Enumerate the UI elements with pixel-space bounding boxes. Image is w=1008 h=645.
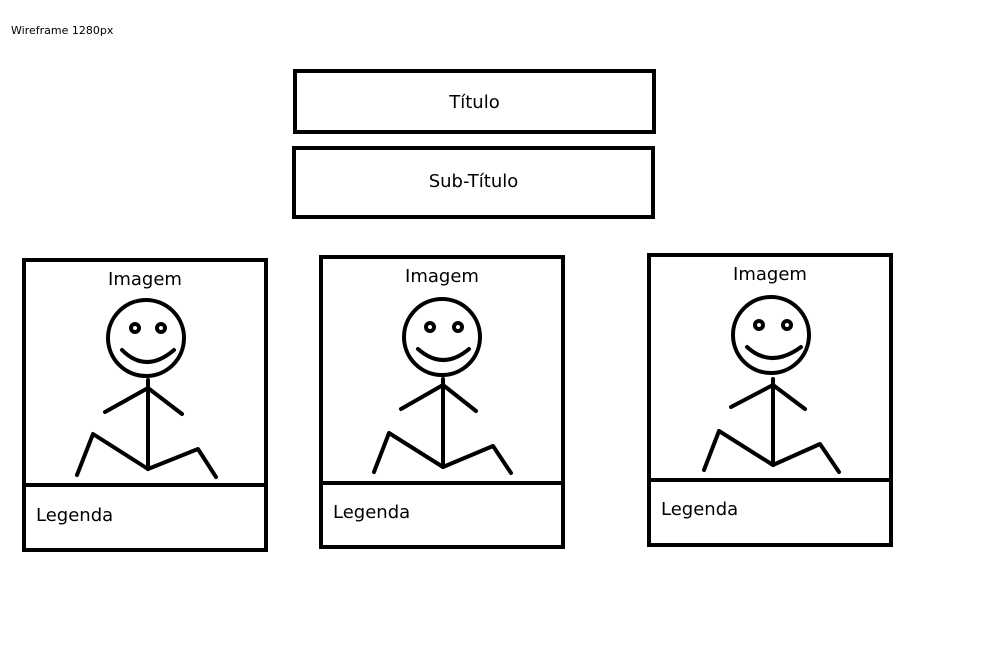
card-divider: [323, 481, 561, 485]
card-caption: Legenda: [661, 499, 739, 520]
card-image-placeholder: Imagem: [651, 257, 889, 478]
card-divider: [651, 478, 889, 482]
title-label: Título: [449, 92, 500, 113]
stick-figure-icon: [75, 298, 218, 479]
subtitle-box: Sub-Título: [292, 146, 655, 219]
card-caption: Legenda: [36, 505, 114, 526]
card-image-label: Imagem: [108, 269, 182, 290]
subtitle-label: Sub-Título: [428, 171, 519, 192]
card-divider: [26, 483, 264, 487]
card-image-placeholder: Imagem: [26, 262, 264, 483]
card-caption: Legenda: [333, 502, 411, 523]
card-image-placeholder: Imagem: [323, 259, 561, 481]
card-image-label: Imagem: [733, 264, 807, 285]
card-1: Imagem Legenda: [22, 258, 268, 552]
title-box: Título: [293, 69, 656, 134]
stick-figure-icon: [702, 295, 841, 474]
stick-figure-icon: [372, 297, 513, 475]
card-image-label: Imagem: [405, 266, 479, 287]
card-3: Imagem Legenda: [647, 253, 893, 547]
wireframe-caption: Wireframe 1280px: [11, 24, 114, 37]
card-2: Imagem Legenda: [319, 255, 565, 549]
